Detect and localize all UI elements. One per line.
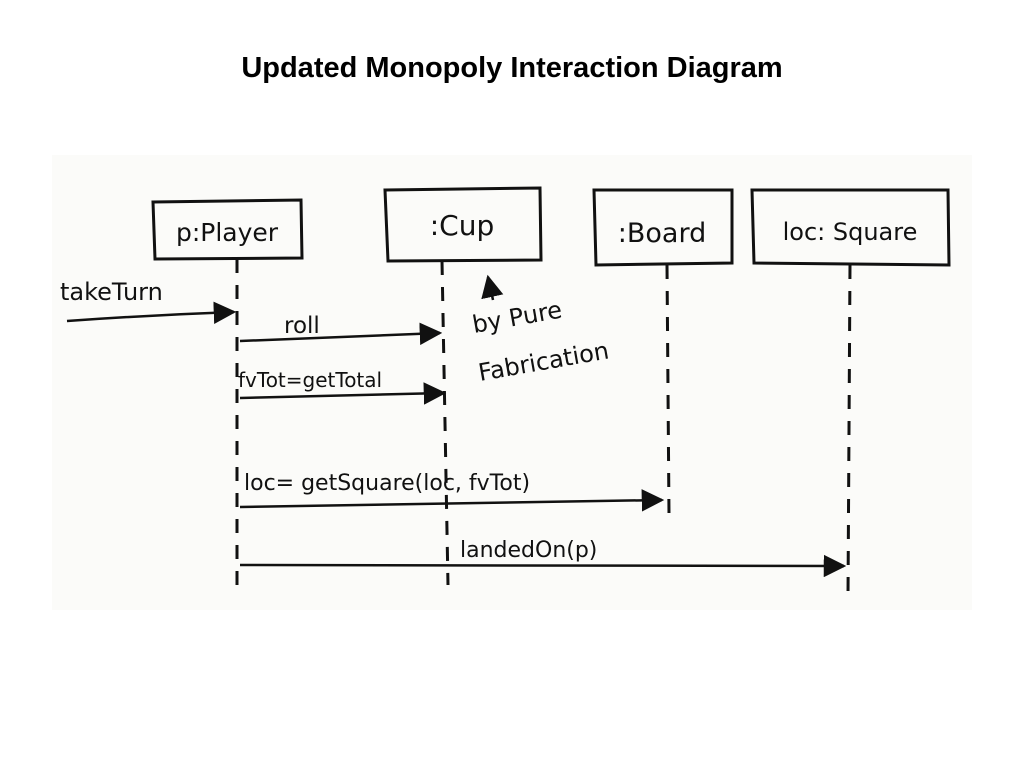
message-getsquare-arrow [239, 489, 665, 512]
lifeline-square-line [846, 264, 852, 596]
message-taketurn-label: takeTurn [60, 278, 163, 306]
lifeline-board-label: :Board [618, 218, 706, 249]
lifeline-player: p:Player [151, 198, 304, 590]
diagram-photo: p:Player :Cup :Board loc: Square takeTur… [52, 155, 972, 610]
lifeline-cup-line [440, 260, 450, 586]
note-arrow [481, 274, 504, 301]
lifeline-square-box [750, 188, 951, 267]
message-roll-label: roll [284, 313, 320, 339]
message-gettotal-arrow [239, 382, 447, 405]
lifeline-player-box [151, 198, 304, 261]
message-taketurn-arrow [66, 301, 237, 324]
lifeline-board: :Board [592, 188, 734, 516]
message-getsquare-label: loc= getSquare(loc, fvTot) [244, 471, 530, 496]
sequence-diagram: p:Player :Cup :Board loc: Square takeTur… [60, 186, 951, 596]
note-line1: by Pure [470, 296, 564, 339]
lifeline-cup-box [383, 186, 543, 263]
message-getsquare: loc= getSquare(loc, fvTot) [239, 471, 665, 512]
message-landedon-label: landedOn(p) [460, 538, 597, 563]
message-roll: roll [239, 313, 443, 346]
note-pure-fabrication: by Pure Fabrication [470, 274, 611, 387]
slide-title: Updated Monopoly Interaction Diagram [241, 52, 783, 84]
message-taketurn: takeTurn [60, 278, 237, 324]
message-landedon-arrow [239, 554, 847, 578]
message-landedon: landedOn(p) [239, 538, 847, 578]
lifeline-cup: :Cup [383, 186, 543, 586]
note-line2: Fabrication [476, 336, 611, 386]
message-gettotal: fvTot=getTotal [238, 368, 447, 405]
message-gettotal-label: fvTot=getTotal [238, 368, 382, 392]
message-roll-arrow [239, 322, 443, 346]
lifeline-board-line [665, 264, 671, 516]
lifeline-board-box [592, 188, 734, 267]
lifeline-player-label: p:Player [176, 218, 279, 247]
lifeline-square-label: loc: Square [783, 218, 918, 246]
lifeline-square: loc: Square [750, 188, 951, 596]
lifeline-cup-label: :Cup [430, 209, 495, 242]
